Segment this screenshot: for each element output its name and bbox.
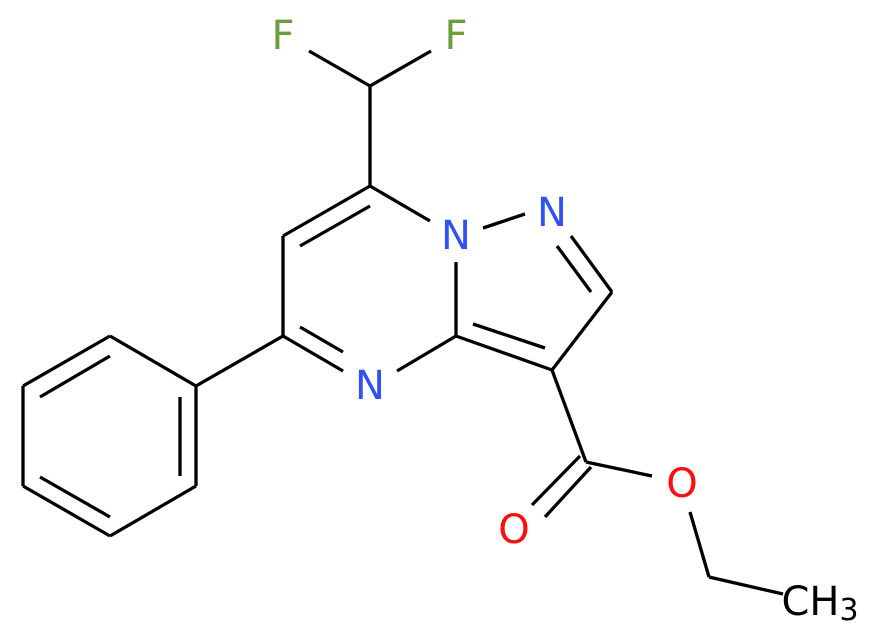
- pyrazole-ring: [455, 212, 614, 372]
- methyl-label: CH3: [781, 579, 858, 628]
- oxygen-atom-carbonyl: O: [498, 507, 529, 553]
- nitrogen-atom-pyrimidine: N: [355, 363, 385, 409]
- fluorine-atom-right: F: [444, 13, 467, 59]
- ethyl-ester-group: [530, 369, 784, 596]
- phenyl-ring: [21, 334, 198, 538]
- methyl-subscript: 3: [839, 593, 858, 628]
- difluoromethyl-group: [308, 49, 432, 186]
- nitrogen-atom-bridgehead: N: [441, 213, 471, 259]
- methyl-ch: CH: [781, 579, 839, 625]
- pyrimidine-ring: [281, 184, 458, 373]
- fluorine-atom-left: F: [271, 13, 294, 59]
- nitrogen-atom-pyrazole: N: [537, 190, 567, 236]
- bond-phenyl-c5: [195, 334, 284, 388]
- oxygen-atom-ester: O: [666, 461, 697, 507]
